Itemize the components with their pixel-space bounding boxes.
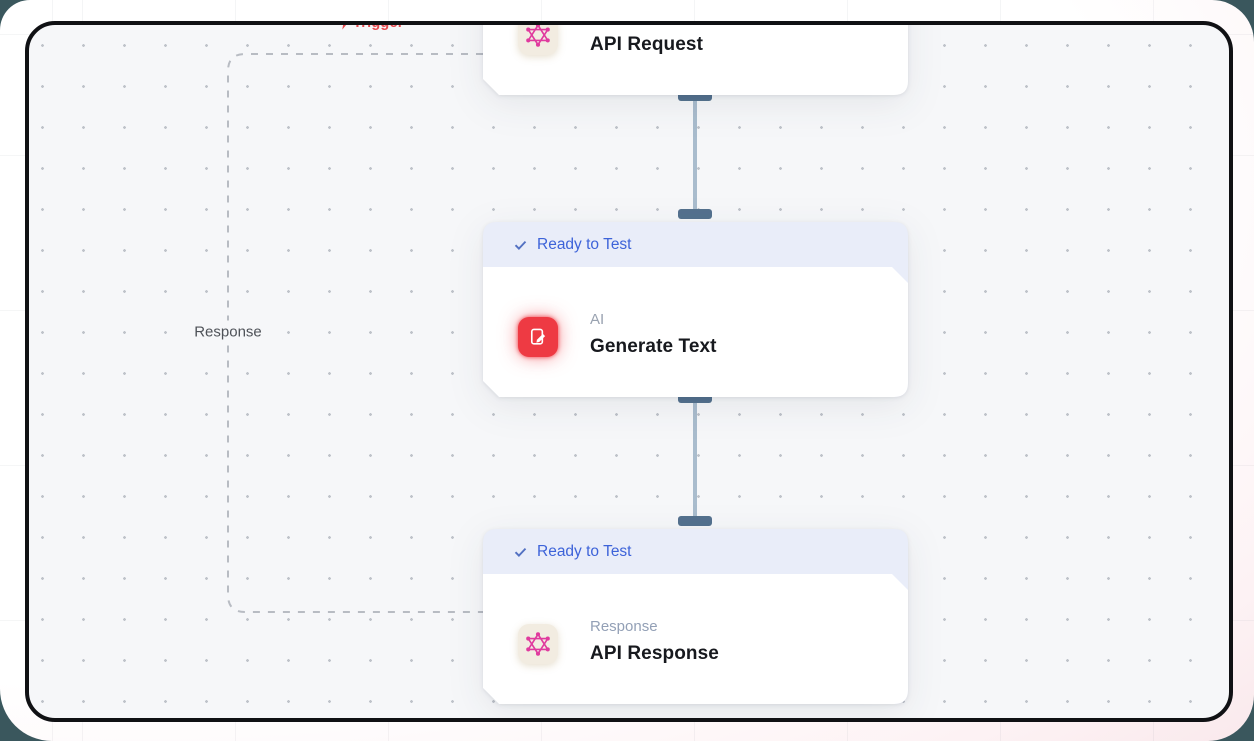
ai-generate-icon bbox=[518, 317, 558, 357]
node-category: AI bbox=[590, 311, 605, 328]
output-port-api-request[interactable] bbox=[678, 91, 712, 101]
status-badge[interactable]: Ready to Test bbox=[483, 222, 908, 267]
output-port-generate-text[interactable] bbox=[678, 393, 712, 403]
node-api-request-card[interactable]: Interface API Request bbox=[483, 21, 908, 95]
node-api-response-card[interactable]: Ready to Test bbox=[483, 529, 908, 704]
status-badge[interactable]: Ready to Test bbox=[483, 529, 908, 574]
status-badge-label: Ready to Test bbox=[537, 542, 632, 560]
node-generate-text-card[interactable]: Ready to Test AI Generate Text bbox=[483, 222, 908, 397]
canvas-frame: Response Trigger bbox=[25, 21, 1233, 722]
lightning-icon bbox=[342, 25, 346, 30]
api-hexagram-icon bbox=[518, 624, 558, 664]
node-title: API Response bbox=[590, 643, 719, 664]
status-badge-label: Ready to Test bbox=[537, 235, 632, 253]
node-title: Generate Text bbox=[590, 336, 717, 357]
api-hexagram-icon bbox=[518, 21, 558, 55]
response-loop-label: Response bbox=[187, 320, 269, 344]
edge-ai-to-response bbox=[693, 399, 697, 521]
node-category: Interface bbox=[590, 21, 703, 27]
node-api-request[interactable]: Interface API Request bbox=[483, 21, 908, 95]
check-icon bbox=[513, 545, 528, 559]
check-icon bbox=[513, 238, 528, 252]
node-api-response[interactable]: Ready to Test bbox=[483, 529, 908, 704]
input-port-api-response[interactable] bbox=[678, 516, 712, 526]
node-category: Response bbox=[590, 618, 658, 635]
node-generate-text[interactable]: Ready to Test AI Generate Text bbox=[483, 222, 908, 397]
trigger-label-text: Trigger bbox=[353, 21, 404, 31]
workflow-canvas[interactable]: Response Trigger bbox=[29, 25, 1229, 718]
input-port-generate-text[interactable] bbox=[678, 209, 712, 219]
node-title: API Request bbox=[590, 34, 704, 55]
trigger-label: Trigger bbox=[339, 21, 404, 31]
edge-request-to-ai bbox=[693, 97, 697, 213]
